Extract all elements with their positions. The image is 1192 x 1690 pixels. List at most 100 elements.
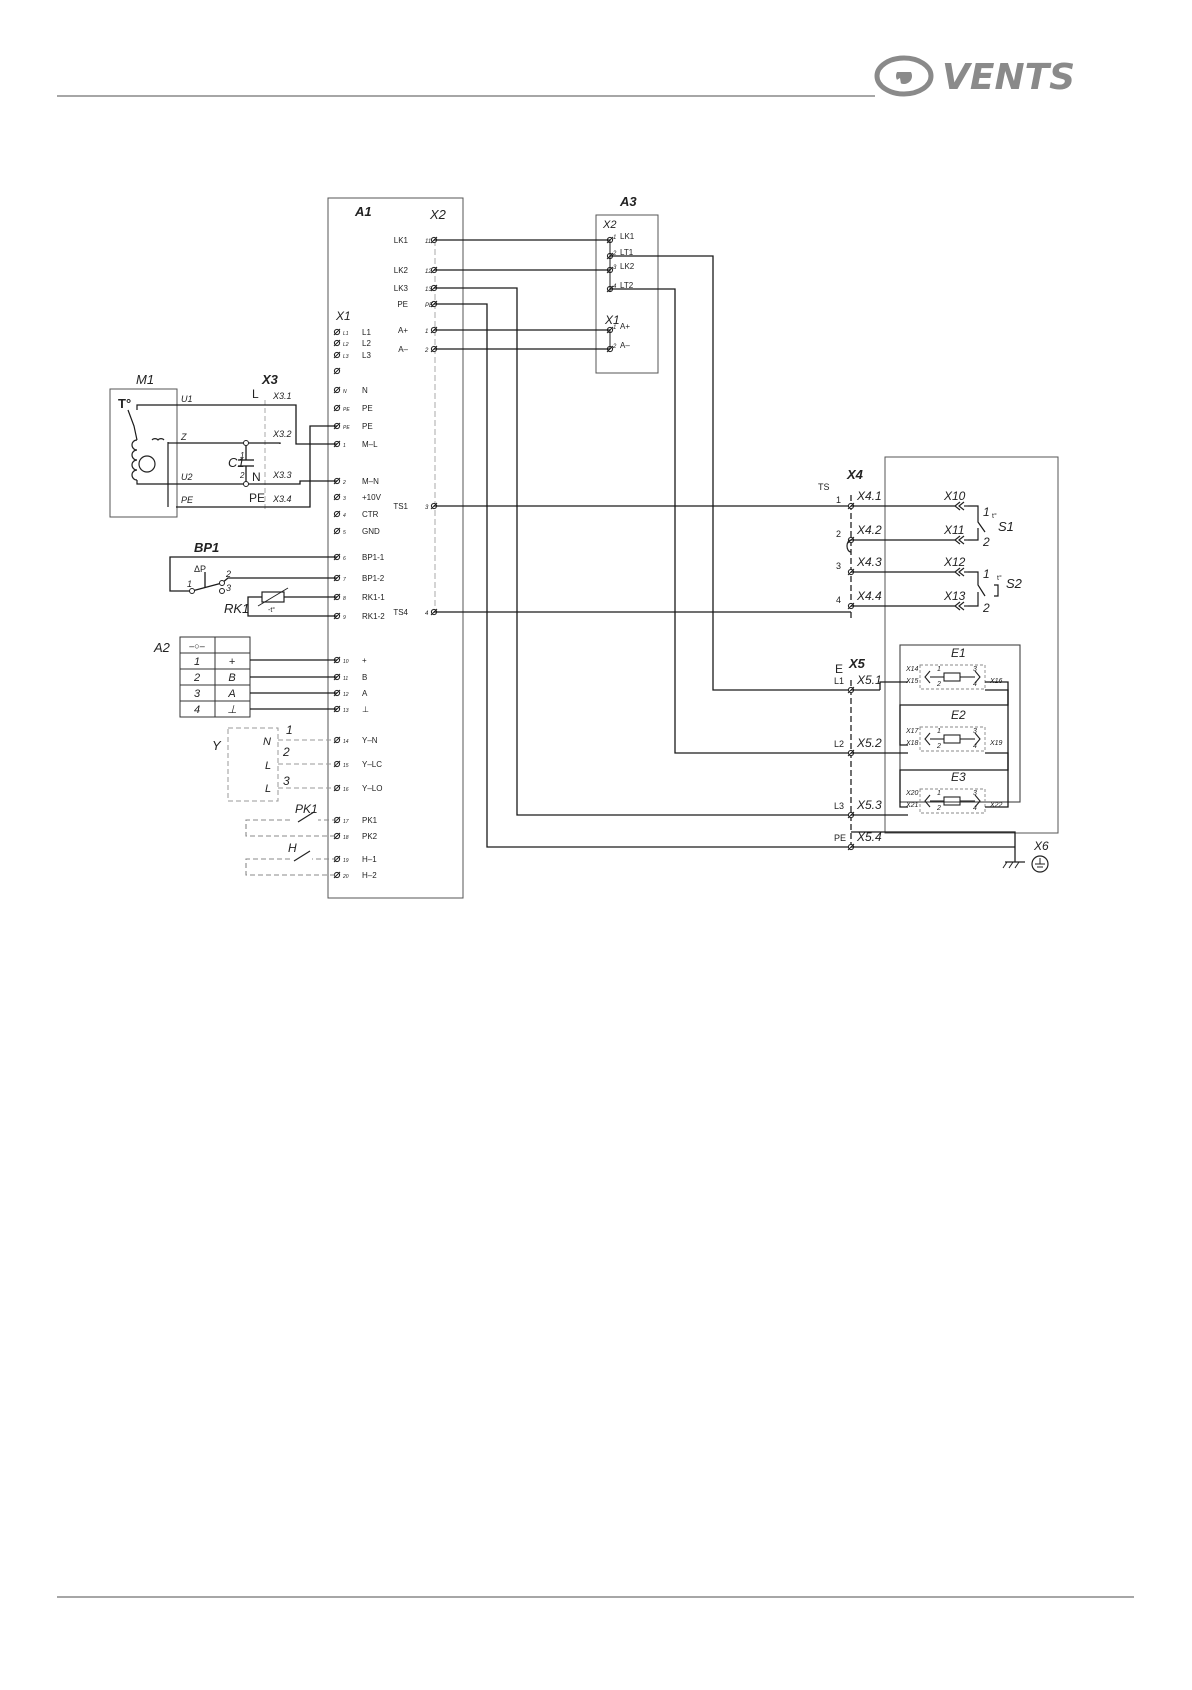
a1-x1-terminal-number: 1 (343, 443, 346, 449)
a1-x1-terminal-number: 14 (343, 739, 349, 745)
a1-x1-terminal-number: 11 (343, 676, 348, 682)
x3-title: X3 (261, 372, 279, 387)
a1-x1-terminal-label: Y–N (362, 736, 378, 745)
a1-x1-terminal-label: BP1-1 (362, 553, 385, 562)
s2-t-label: t° (997, 574, 1002, 582)
a1-x1-terminal-number: 16 (343, 787, 349, 793)
a1-x1-terminal-label: M–N (362, 477, 379, 486)
x5-row-label: L2 (834, 739, 844, 749)
heater-output-label: X22 (989, 802, 1003, 809)
m1-u1-label: U1 (181, 394, 193, 404)
x3-3-label: X3.3 (272, 470, 292, 480)
a1-x1-terminal-pin (333, 404, 341, 412)
x5-terminal-label: X5.2 (856, 736, 882, 750)
heater-module (884, 456, 1059, 834)
a1-x1-terminal-label: RK1-1 (362, 593, 385, 602)
brand-logotype: VENTS (942, 57, 1075, 98)
heater-title: E3 (951, 770, 966, 784)
a3-x1-title: X1 (604, 313, 620, 327)
x4-row-label: 2 (836, 529, 841, 539)
a2-table-cell: B (228, 672, 235, 684)
a1-x1-terminal-label: ⊥ (362, 705, 369, 714)
a3-terminal-number: 1 (613, 235, 616, 241)
resistor-icon (943, 734, 961, 744)
a1-x2-terminal-label: PE (397, 300, 408, 309)
ground-icon (1031, 855, 1049, 873)
a3-terminal-number: 4 (613, 284, 617, 290)
m1-thermal-label: T° (118, 396, 131, 411)
motor-winding-icon (131, 439, 138, 481)
a3-terminal-number: 2 (612, 344, 617, 350)
m1-motor: M1 T° U1 Z U2 PE (109, 372, 194, 518)
connector-label: X11 (943, 523, 964, 537)
a1-x1-terminal-number: 20 (342, 874, 349, 880)
bp1-pressure-switch: BP1 ΔP 1 2 3 (169, 540, 337, 594)
heater-input1-label: X17 (905, 728, 920, 735)
a1-x1-terminal-number: 8 (343, 596, 346, 602)
heater-pin-label: 1 (937, 666, 941, 673)
c1-pin1: 1 (240, 451, 244, 460)
connector-label: X12 (943, 555, 966, 569)
heater-pin-label: 1 (937, 790, 941, 797)
s2-title: S2 (1006, 576, 1023, 591)
a1-x1-terminal-number: 19 (343, 858, 349, 864)
a1-x2-terminal-number: 4 (425, 611, 429, 617)
resistor-icon (943, 672, 961, 682)
heater-title: E1 (951, 646, 966, 660)
a1-x1-terminal-number: PE (343, 425, 350, 431)
x3-4-label: X3.4 (272, 494, 292, 504)
bp1-dp-label: ΔP (194, 564, 206, 574)
motor-rotor-icon (138, 455, 156, 473)
a3-terminal-number: 2 (612, 251, 617, 257)
rk1-title: RK1 (224, 601, 249, 616)
a1-x1-terminal-label: CTR (362, 510, 379, 519)
rk1-t-label: -t° (268, 606, 275, 614)
x4-terminal-label: X4.4 (856, 589, 882, 603)
a3-terminal-label: LT1 (620, 248, 634, 257)
a3-terminal-label: A– (620, 341, 630, 350)
bp1-pin3: 3 (226, 583, 231, 593)
s1-pin2: 2 (982, 535, 990, 549)
a1-x2-terminal-number: 1 (425, 329, 428, 335)
pk1-switch-icon (297, 811, 315, 823)
pk1-contact: PK1 (245, 802, 337, 837)
a1-x1-terminal-number: 2 (342, 480, 346, 486)
heater-pin-label: 2 (936, 681, 941, 688)
vents-logo: VENTS (874, 55, 1075, 98)
s2-pin1: 1 (983, 567, 990, 581)
y-n-label: N (263, 736, 271, 748)
a1-x2-terminal-label: LK3 (394, 284, 409, 293)
a1-x1-terminal-number: 7 (343, 577, 346, 583)
a1-x1-terminal-number: 12 (343, 692, 349, 698)
a1-x1-terminal-number: 6 (343, 556, 346, 562)
heater-pin-label: 2 (936, 743, 941, 750)
a1-x2-terminal-label: A+ (398, 326, 408, 335)
a1-x1-terminal-number: 17 (343, 819, 349, 825)
y-wire1: 1 (286, 723, 293, 737)
a1-x1-terminal-pin (333, 832, 341, 840)
connector-plug-icon (954, 501, 968, 511)
x5-e-label: E (835, 662, 843, 676)
a1-x1-terminal-label: N (362, 386, 368, 395)
x3-pe-label: PE (249, 491, 265, 505)
x4-row-label: 4 (836, 595, 841, 605)
a2-table-cell: 4 (194, 704, 200, 716)
c1-pin2: 2 (239, 471, 245, 480)
connector-plug-icon (954, 601, 968, 611)
a3-terminal-label: LK2 (620, 262, 635, 271)
a1-x1-terminal-pin (333, 367, 341, 375)
a3-x2-title: X2 (602, 219, 616, 231)
a1-x1-terminal-number: 13 (343, 708, 349, 714)
a1-x1-terminal-label: L1 (362, 328, 371, 337)
a1-x1-terminal-label: Y–LO (362, 784, 382, 793)
s1-title: S1 (998, 519, 1014, 534)
heater-input1-label: X14 (905, 666, 919, 673)
